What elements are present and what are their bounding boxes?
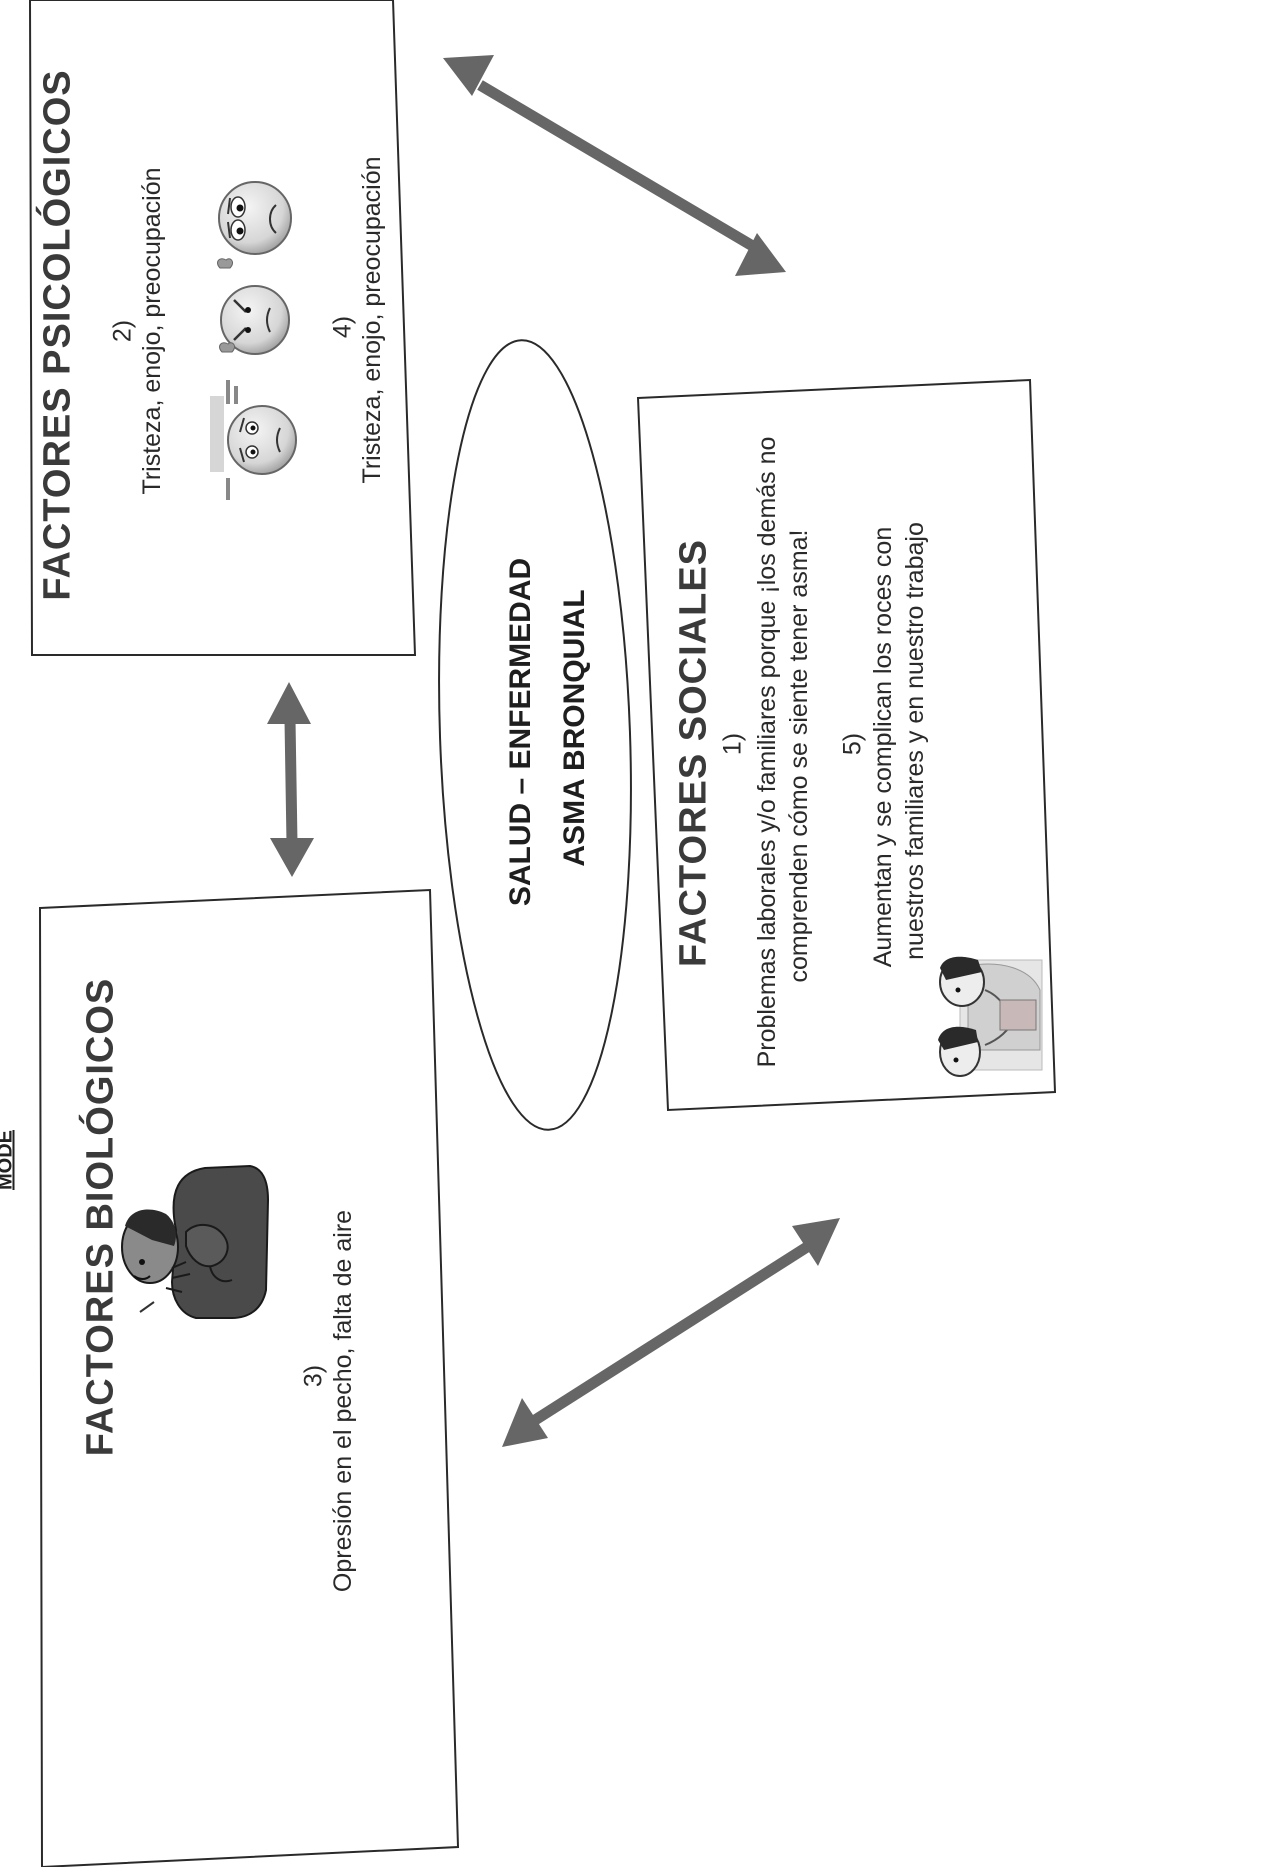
- biological-number: 3): [299, 1364, 328, 1388]
- social-title: FACTORES SOCIALES: [672, 538, 715, 968]
- psychological-item2-number: 4): [328, 315, 357, 339]
- psychological-title: FACTORES PSICOLÓGICOS: [36, 69, 79, 601]
- center-ellipse: [438, 339, 632, 1131]
- social-item2-line2: nuestros familiares y en nuestro trabajo: [901, 522, 929, 960]
- social-item1-line1: Problemas laborales y/o familiares porqu…: [753, 436, 781, 1068]
- arrow-psychological-social: [443, 55, 786, 276]
- social-box: [636, 378, 1057, 1112]
- psychological-item1-text: Tristeza, enojo, preocupación: [138, 167, 166, 495]
- social-item1-number: 1): [718, 732, 747, 756]
- social-item1-line2: comprenden cómo se siente tener asma!: [785, 529, 813, 983]
- social-item2-line1: Aumentan y se complican los roces con: [869, 526, 897, 968]
- arrow-psychological-biological: [267, 682, 314, 877]
- biological-title: FACTORES BIOLÓGICOS: [79, 977, 122, 1457]
- worried-face-icon: [210, 380, 297, 500]
- biological-text: Opresión en el pecho, falta de aire: [329, 1209, 357, 1593]
- center-line1: SALUD – ENFERMEDAD: [504, 557, 537, 907]
- biological-box: [38, 888, 460, 1867]
- psychological-item2-text: Tristeza, enojo, preocupación: [358, 156, 386, 484]
- angry-face-icon: [217, 258, 290, 355]
- coughing-person-illustration: [121, 1164, 270, 1319]
- arrow-biological-social: [502, 1218, 840, 1447]
- arguing-people-illustration: [938, 956, 1043, 1077]
- corner-label: MODE: [0, 1130, 17, 1190]
- psychological-item1-number: 2): [108, 319, 137, 343]
- social-item2-number: 5): [838, 732, 867, 756]
- sad-face-icon: [218, 181, 292, 255]
- center-line2: ASMA BRONQUIAL: [558, 589, 591, 867]
- emotion-faces-illustration: [210, 181, 297, 500]
